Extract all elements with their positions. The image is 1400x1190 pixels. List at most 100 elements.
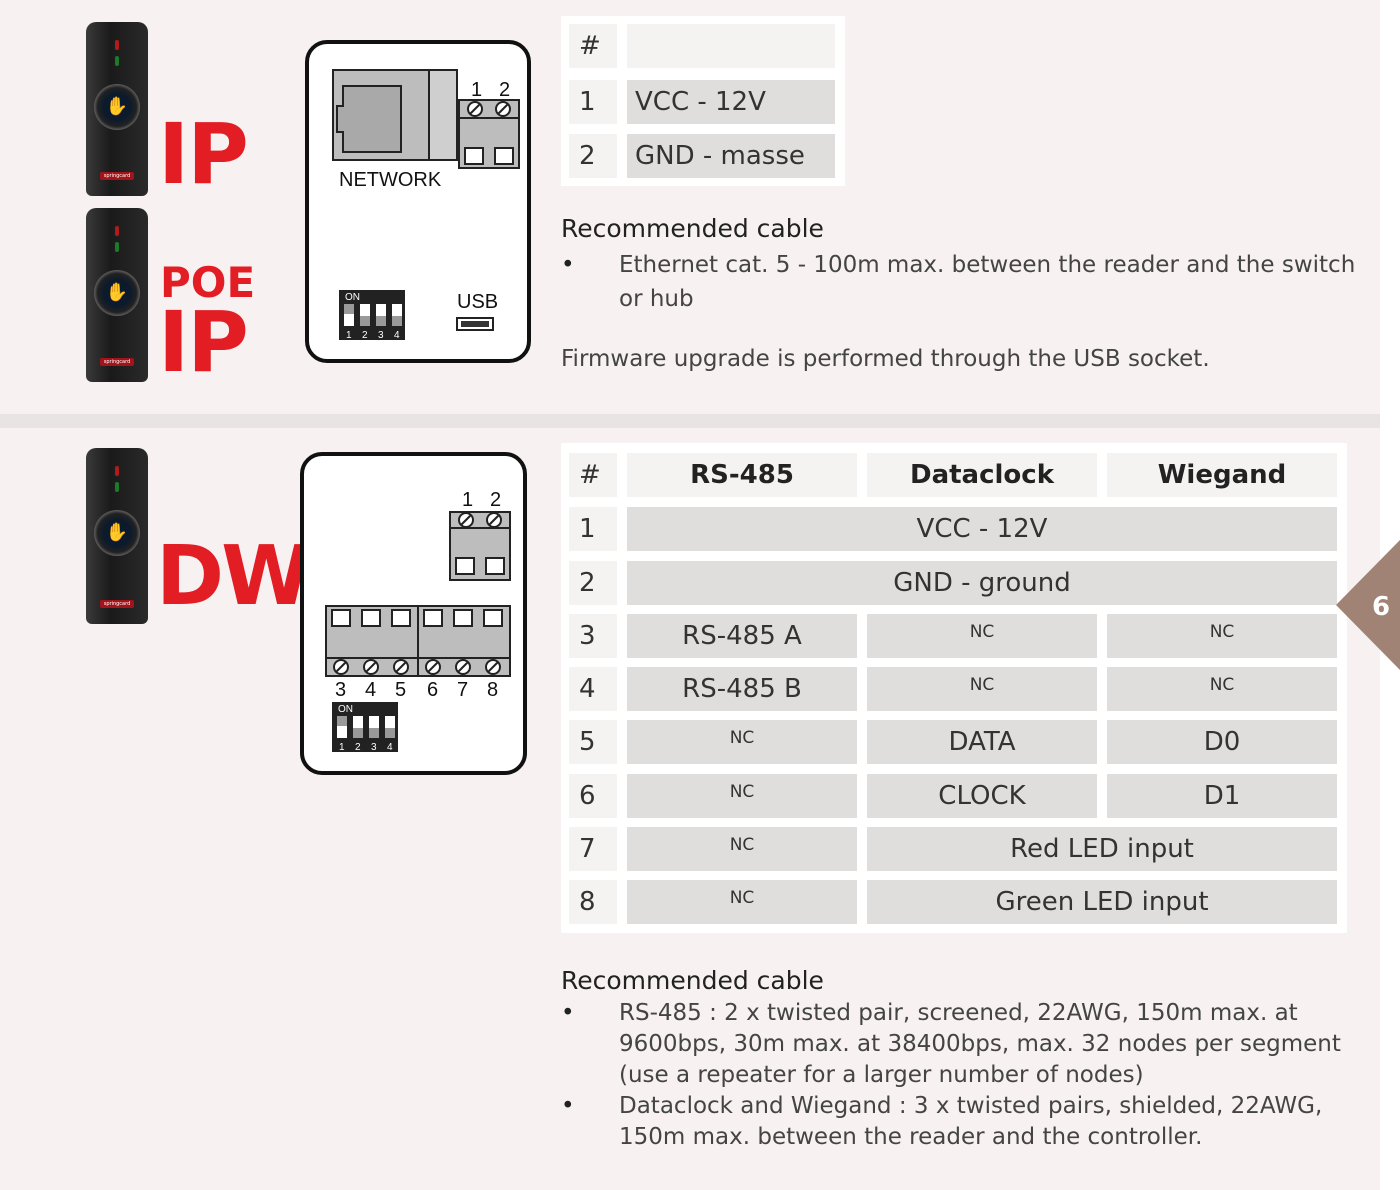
badge-poe-ip: IP xyxy=(158,293,249,391)
table-cell-dataclock: DATA xyxy=(867,720,1097,764)
terminal-label-3: 3 xyxy=(335,679,346,701)
terminal-label-4: 4 xyxy=(365,679,376,701)
ip-cable-heading: Recommended cable xyxy=(561,214,824,243)
table-row-num: 2 xyxy=(569,134,617,178)
table-cell-dataclock: NC xyxy=(867,667,1097,711)
dip-number-2: 2 xyxy=(362,330,368,341)
red-led xyxy=(115,466,119,476)
list-item: Ethernet cat. 5 - 100m max. between the … xyxy=(561,248,1361,316)
dip-number-3: 3 xyxy=(378,330,384,341)
table-header-rs485: RS-485 xyxy=(627,453,857,497)
table-cell-wiegand: NC xyxy=(1107,667,1337,711)
terminal-label-5: 5 xyxy=(395,679,406,701)
usb-label: USB xyxy=(457,291,498,313)
usb-port-icon xyxy=(456,317,494,331)
table-cell-rs485: NC xyxy=(627,774,857,818)
terminal-label-1: 1 xyxy=(462,489,473,511)
table-cell-wiegand: D1 xyxy=(1107,774,1337,818)
table-cell-dataclock: CLOCK xyxy=(867,774,1097,818)
terminal-label-2: 2 xyxy=(499,79,510,101)
red-led xyxy=(115,40,119,50)
terminal-label-7: 7 xyxy=(457,679,468,701)
green-led xyxy=(115,56,119,66)
table-cell-span: GND - ground xyxy=(627,561,1337,605)
reader-brand-label: springcard xyxy=(100,172,134,180)
table-cell-wiegand: D0 xyxy=(1107,720,1337,764)
connector-board-ip: 1 2 NETWORK USB ON 1 2 xyxy=(305,40,531,363)
table-header-num: # xyxy=(569,453,617,497)
terminal-label-1: 1 xyxy=(471,79,482,101)
card-reader-lens-icon: ✋ xyxy=(94,84,140,130)
table-cell-wiegand: NC xyxy=(1107,614,1337,658)
reader-device-ip: ✋ springcard xyxy=(86,22,148,196)
rj45-network-icon xyxy=(332,69,458,161)
page-tab-shape: 6 xyxy=(1336,540,1400,670)
table-cell-rs485: NC xyxy=(627,720,857,764)
table-row-num: 1 xyxy=(569,80,617,124)
table-row-num: 3 xyxy=(569,614,617,658)
page-number-tab: 6 xyxy=(1336,540,1400,670)
green-led xyxy=(115,482,119,492)
table-header-wiegand: Wiegand xyxy=(1107,453,1337,497)
badge-dw: DW xyxy=(156,529,312,624)
dip-number-4: 4 xyxy=(387,742,393,753)
table-row-num: 7 xyxy=(569,827,617,871)
table-cell-rs485: RS-485 B xyxy=(627,667,857,711)
table-cell-span: Green LED input xyxy=(867,880,1337,924)
dip-switch-icon xyxy=(339,290,405,340)
section-ip: ✋ springcard IP ✋ springcard POE IP xyxy=(0,0,1380,414)
dip-number-1: 1 xyxy=(346,330,352,341)
ip-pin-table: # 1 VCC - 12V 2 GND - masse xyxy=(561,16,845,186)
dip-switch-icon xyxy=(332,702,398,752)
table-cell-span: VCC - 12V xyxy=(627,507,1337,551)
table-row-num: 5 xyxy=(569,720,617,764)
table-cell-value: VCC - 12V xyxy=(627,80,835,124)
board-diagram: 1 2 NETWORK USB ON 1 2 xyxy=(332,69,520,341)
table-header-value xyxy=(627,24,835,68)
list-item: Dataclock and Wiegand : 3 x twisted pair… xyxy=(561,1091,1361,1153)
badge-poe: POE xyxy=(160,258,256,307)
board-diagram: 1 2 xyxy=(325,489,511,753)
table-row-num: 6 xyxy=(569,774,617,818)
firmware-note: Firmware upgrade is performed through th… xyxy=(561,346,1210,372)
dip-on-label: ON xyxy=(345,292,360,303)
table-cell-dataclock: NC xyxy=(867,614,1097,658)
green-led xyxy=(115,242,119,252)
reader-device-poe: ✋ springcard xyxy=(86,208,148,382)
reader-brand-label: springcard xyxy=(100,358,134,366)
dip-on-label: ON xyxy=(338,704,353,715)
list-item: RS-485 : 2 x twisted pair, screened, 22A… xyxy=(561,998,1361,1091)
table-cell-rs485: RS-485 A xyxy=(627,614,857,658)
reader-device-dw: ✋ springcard xyxy=(86,448,148,624)
signal-terminal-icon xyxy=(325,605,511,677)
page-number: 6 xyxy=(1372,592,1390,622)
table-cell-rs485: NC xyxy=(627,827,857,871)
terminal-label-6: 6 xyxy=(427,679,438,701)
red-led xyxy=(115,226,119,236)
table-row-num: 2 xyxy=(569,561,617,605)
table-cell-span: Red LED input xyxy=(867,827,1337,871)
dip-number-4: 4 xyxy=(394,330,400,341)
dip-number-3: 3 xyxy=(371,742,377,753)
table-row-num: 4 xyxy=(569,667,617,711)
card-reader-lens-icon: ✋ xyxy=(94,270,140,316)
badge-ip: IP xyxy=(158,105,249,203)
ip-cable-list: Ethernet cat. 5 - 100m max. between the … xyxy=(561,248,1361,316)
network-label: NETWORK xyxy=(339,169,442,191)
table-header-num: # xyxy=(569,24,617,68)
dw-cable-list: RS-485 : 2 x twisted pair, screened, 22A… xyxy=(561,998,1361,1153)
dw-cable-heading: Recommended cable xyxy=(561,966,824,995)
terminal-label-2: 2 xyxy=(490,489,501,511)
dip-number-2: 2 xyxy=(355,742,361,753)
section-dw: ✋ springcard DW 1 2 xyxy=(0,428,1380,1190)
dip-number-1: 1 xyxy=(339,742,345,753)
card-reader-lens-icon: ✋ xyxy=(94,510,140,556)
power-terminal-icon xyxy=(449,511,511,581)
table-cell-rs485: NC xyxy=(627,880,857,924)
table-row-num: 1 xyxy=(569,507,617,551)
terminal-label-8: 8 xyxy=(487,679,498,701)
table-header-dataclock: Dataclock xyxy=(867,453,1097,497)
dw-pin-table: # RS-485 Dataclock Wiegand 1 VCC - 12V 2… xyxy=(561,443,1347,933)
reader-brand-label: springcard xyxy=(100,600,134,608)
power-terminal-icon xyxy=(458,99,520,169)
